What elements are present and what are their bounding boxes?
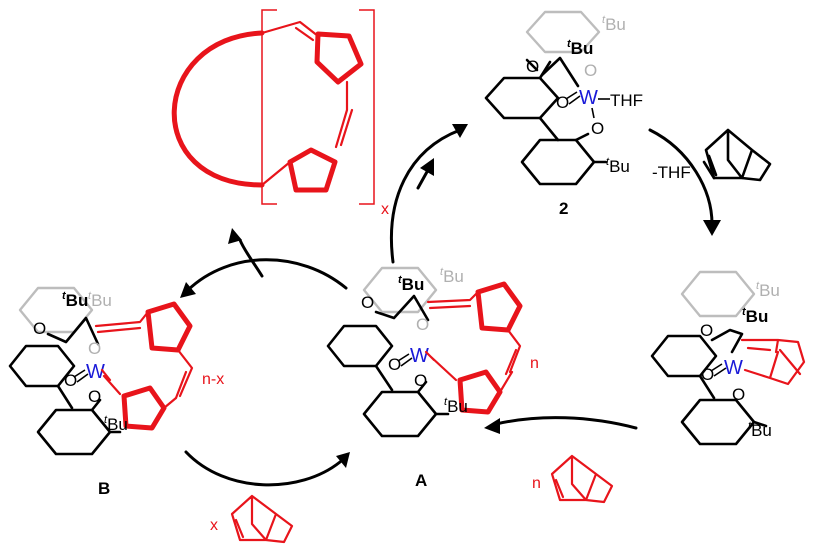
tbu-alkylidene-A: tBu	[398, 274, 424, 294]
norbornene-reagent-x: x	[210, 494, 294, 544]
compound-A-label: A	[415, 471, 427, 490]
compound-2-label: 2	[559, 199, 568, 218]
tbu-aryl-B: tBu	[104, 414, 128, 434]
cyclic-polymer-product: x	[171, 9, 389, 218]
minus-thf-label: -THF	[652, 163, 691, 182]
repeat-subscript-x: x	[381, 201, 389, 218]
repeat-subscript-n-minus-x: n-x	[202, 371, 224, 388]
reagent-count-n: n	[532, 475, 541, 492]
repeat-subscript-n: n	[530, 355, 539, 372]
aryloxide-oxygen-B: O	[88, 387, 101, 406]
compound-B-label: B	[98, 479, 110, 498]
tbu-alkylidene-int: tBu	[742, 306, 768, 326]
coordinated-oxygen-2: O	[584, 61, 597, 80]
tbu-aryl-2: tBu	[606, 156, 630, 176]
arrow-a-to-cycle	[389, 128, 462, 264]
compound-B-structure: tBu tBu O O n-x W O O tBu B	[8, 286, 224, 498]
carbonyl-oxygen-int: O	[700, 321, 713, 340]
coordinated-oxygen-A: O	[416, 315, 429, 334]
tbu-faded-A: tBu	[440, 266, 464, 286]
tbu-alkylidene-2: tBu	[567, 38, 593, 58]
reaction-arrows	[180, 124, 721, 487]
tbu-faded-B: tBu	[88, 290, 112, 310]
arrow-a-to-b	[186, 258, 348, 292]
aryloxide-oxygen-2: O	[591, 119, 604, 138]
norbornene-reagent-top: -THF	[652, 128, 772, 182]
tbu-faded-int: tBu	[756, 280, 780, 300]
compound-A-structure: tBu tBu O O n W O O tBu A	[326, 266, 539, 490]
tbu-alkylidene-B: tBu	[62, 290, 88, 310]
oxo-oxygen-B: O	[64, 371, 77, 390]
tbu-aryl-int: tBu	[748, 420, 772, 440]
tbu-aryl-A: tBu	[444, 396, 468, 416]
tungsten-atom-2: W	[579, 87, 598, 109]
oxo-oxygen-2: O	[556, 93, 569, 112]
oxo-oxygen-A: O	[388, 355, 401, 374]
coordinated-oxygen-B: O	[88, 339, 101, 358]
norbornene-reagent-n: n	[532, 454, 614, 504]
arrow-b-to-a	[184, 450, 342, 487]
tungsten-atom-A: W	[410, 345, 429, 367]
tbu-faded-2: tBu	[602, 14, 626, 34]
thf-ligand: THF	[610, 91, 643, 110]
arrow-2-to-intermediate	[648, 128, 714, 226]
arrow-b-to-cycle	[238, 238, 264, 278]
reagent-count-x: x	[210, 517, 218, 534]
tungsten-atom-B: W	[86, 361, 105, 383]
tungsten-atom-int: W	[724, 357, 743, 379]
arrow-intermediate-to-A	[494, 416, 638, 430]
carbonyl-oxygen-A: O	[361, 293, 374, 312]
carbonyl-oxygen-B: O	[33, 319, 46, 338]
metallacyclobutane-intermediate: tBu tBu O W O O tBu	[650, 270, 806, 446]
compound-2-structure: tBu tBu O O W O THF O tBu 2	[484, 10, 643, 218]
